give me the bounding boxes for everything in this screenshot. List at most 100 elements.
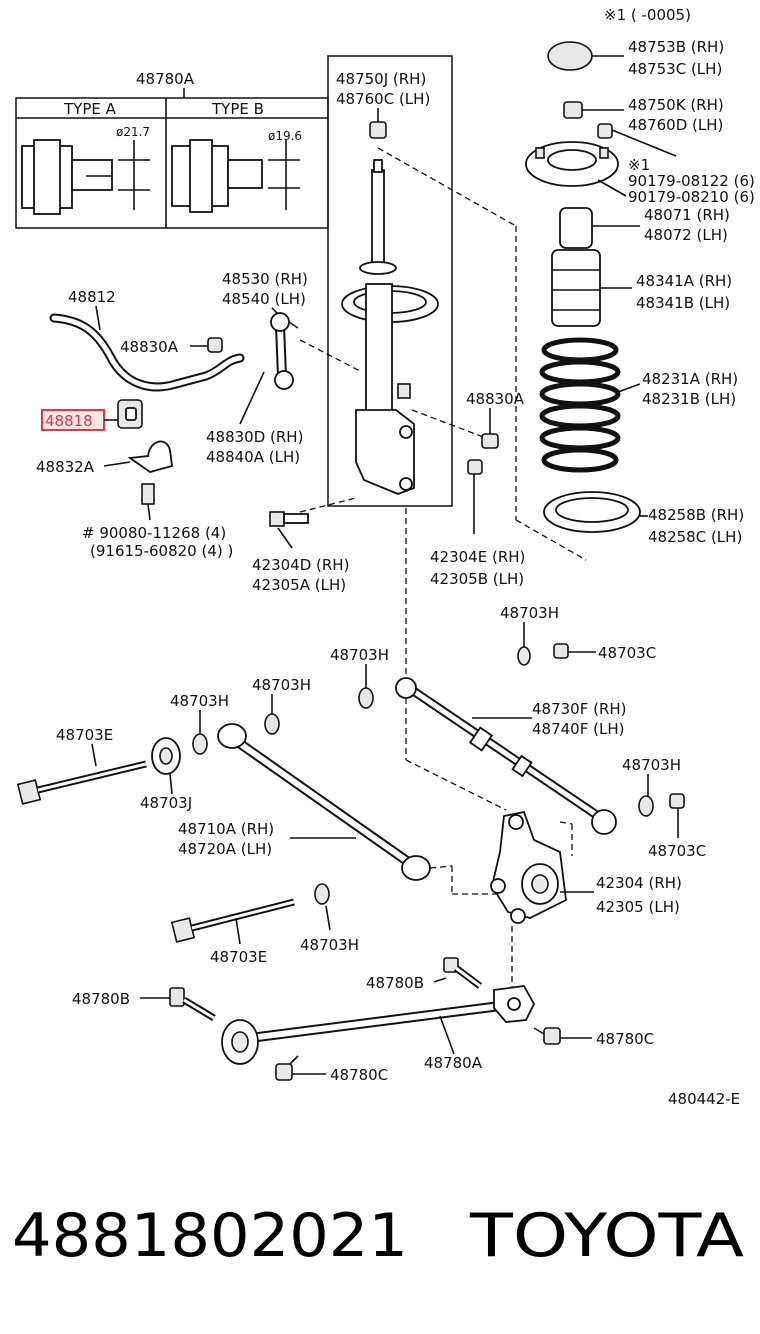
label-48780C-a: 48780C xyxy=(596,1030,654,1048)
label-48780A-top: 48780A xyxy=(136,70,195,88)
label-48703H-f: 48703H xyxy=(300,936,359,954)
type-a-bushing: ø21.7 xyxy=(21,125,150,215)
bump-stop xyxy=(559,207,593,249)
washer-48703H-e xyxy=(638,795,654,817)
label-42304: 42304 (RH) xyxy=(596,874,682,892)
bolt-42304D xyxy=(269,511,309,527)
label-48832A: 48832A xyxy=(36,458,95,476)
label-48780A-bottom: 48780A xyxy=(424,1054,483,1072)
nut-42304E xyxy=(467,459,483,475)
label-48840A: 48840A (LH) xyxy=(206,448,300,466)
upper-arm-48730F xyxy=(395,677,617,835)
label-48703E-b: 48703E xyxy=(210,948,267,966)
label-48258C: 48258C (LH) xyxy=(648,528,742,546)
label-48730F: 48730F (RH) xyxy=(532,700,627,718)
coil-spring xyxy=(539,337,621,473)
knuckle-42304 xyxy=(490,810,567,924)
footer-brand: TOYOTA xyxy=(469,1201,744,1271)
label-42305A: 42305A (LH) xyxy=(252,576,346,594)
bolt-48703E-b xyxy=(170,898,295,943)
label-42304D: 42304D (RH) xyxy=(252,556,349,574)
washer-48703H-b xyxy=(358,687,374,709)
washer-48703H-a xyxy=(517,646,531,666)
type-b-bushing: ø19.6 xyxy=(171,129,302,213)
label-48812: 48812 xyxy=(68,288,116,306)
diagram-code: 480442-E xyxy=(668,1090,740,1108)
bolt-48780B-a xyxy=(169,987,216,1022)
label-48830D: 48830D (RH) xyxy=(206,428,303,446)
bolt-48780B-b xyxy=(443,957,483,989)
lower-arm-48710A xyxy=(217,723,431,881)
strut-assembly-box xyxy=(327,55,453,507)
label-48072: 48072 (LH) xyxy=(644,226,728,244)
label-42304E: 42304E (RH) xyxy=(430,548,525,566)
label-48703H-a: 48703H xyxy=(500,604,559,622)
nut-48830A-2 xyxy=(481,433,499,449)
bolt-48703E-a xyxy=(16,760,147,805)
label-48703C-a: 48703C xyxy=(598,644,656,662)
label-48818[interactable]: 48818 xyxy=(45,412,93,430)
spring-insulator xyxy=(543,491,641,533)
label-bolt-2: (91615-60820 (4) ) xyxy=(90,542,233,560)
label-bolt-1: # 90080-11268 (4) xyxy=(82,524,226,542)
label-48530: 48530 (RH) xyxy=(222,270,308,288)
upper-mount xyxy=(525,141,619,187)
nut-48750J xyxy=(369,121,387,139)
label-48710A: 48710A (RH) xyxy=(178,820,274,838)
label-48341B: 48341B (LH) xyxy=(636,294,730,312)
label-48760D: 48760D (LH) xyxy=(628,116,723,134)
label-note1: ※1 xyxy=(628,156,650,174)
washer-48703H-d xyxy=(264,713,280,735)
footnote-range: ※1 ( -0005) xyxy=(604,6,691,24)
dim-a: ø21.7 xyxy=(116,125,150,139)
type-b-header: TYPE B xyxy=(211,100,264,118)
nut-48703C-a xyxy=(553,643,569,659)
label-48830A-1: 48830A xyxy=(120,338,179,356)
label-48703E-a: 48703E xyxy=(56,726,113,744)
label-90179b: 90179-08210 (6) xyxy=(628,188,755,206)
stabilizer-link xyxy=(270,312,299,390)
label-90179a: 90179-08122 (6) xyxy=(628,172,755,190)
nut-48703C-b xyxy=(669,793,685,809)
nut-48760D xyxy=(597,123,613,139)
label-48760C: 48760C (LH) xyxy=(336,90,430,108)
label-48231A: 48231A (RH) xyxy=(642,370,738,388)
label-48703H-b: 48703H xyxy=(330,646,389,664)
label-48540: 48540 (LH) xyxy=(222,290,306,308)
label-48703H-e: 48703H xyxy=(622,756,681,774)
label-48720A: 48720A (LH) xyxy=(178,840,272,858)
shock-absorber xyxy=(341,159,439,495)
nut-48780C-b xyxy=(275,1055,299,1081)
label-42305: 42305 (LH) xyxy=(596,898,680,916)
label-48341A: 48341A (RH) xyxy=(636,272,732,290)
footer-part-number: 4881802021 xyxy=(12,1201,408,1271)
label-48703C-b: 48703C xyxy=(648,842,706,860)
type-a-header: TYPE A xyxy=(63,100,117,118)
label-48703H-d: 48703H xyxy=(252,676,311,694)
label-48753B: 48753B (RH) xyxy=(628,38,724,56)
label-48750J: 48750J (RH) xyxy=(336,70,426,88)
label-48780C-b: 48780C xyxy=(330,1066,388,1084)
label-48830A-2: 48830A xyxy=(466,390,525,408)
stabilizer-bar xyxy=(49,313,245,392)
dust-boot xyxy=(551,249,601,327)
bushing-type-table: TYPE A TYPE B ø21.7 ø19.6 xyxy=(15,97,329,229)
bolt-90080 xyxy=(141,483,155,505)
label-48740F: 48740F (LH) xyxy=(532,720,624,738)
bracket-48832A xyxy=(127,440,173,473)
label-48753C: 48753C (LH) xyxy=(628,60,722,78)
label-48258B: 48258B (RH) xyxy=(648,506,744,524)
bushing-48818 xyxy=(117,399,143,429)
nut-48830A-1 xyxy=(207,337,223,353)
label-48780B-b: 48780B xyxy=(366,974,424,992)
label-42305B: 42305B (LH) xyxy=(430,570,524,588)
label-48071: 48071 (RH) xyxy=(644,206,730,224)
cap-48753B xyxy=(547,41,593,71)
label-48703J: 48703J xyxy=(140,794,192,812)
dim-b: ø19.6 xyxy=(268,129,302,143)
label-48750K: 48750K (RH) xyxy=(628,96,724,114)
nut-48750K xyxy=(563,101,583,119)
label-48703H-c: 48703H xyxy=(170,692,229,710)
label-48231B: 48231B (LH) xyxy=(642,390,736,408)
